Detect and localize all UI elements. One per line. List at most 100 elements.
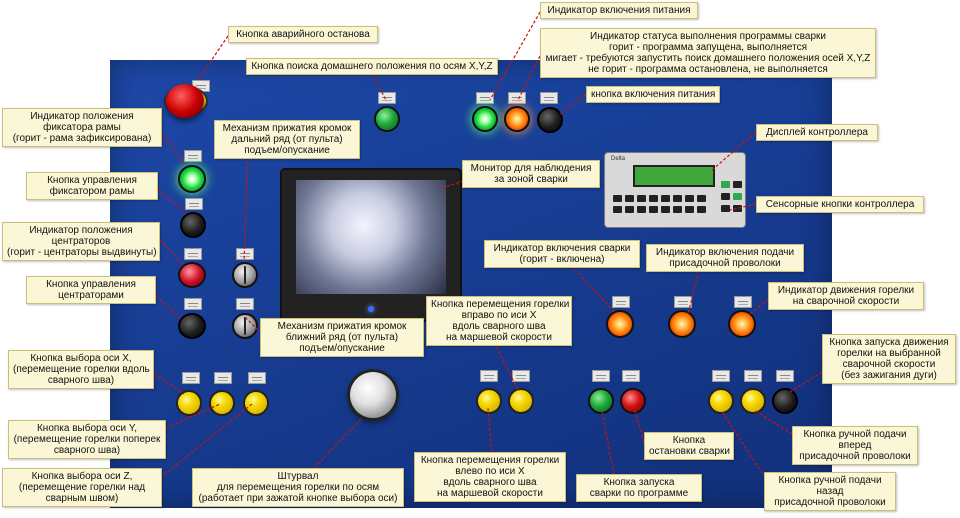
- label-plate: [214, 372, 232, 384]
- controller-key[interactable]: [721, 181, 730, 188]
- callout-text: мигает - требуются запустить поиск домаш…: [545, 53, 871, 64]
- callout-text: Кнопка выбора оси Z,: [31, 471, 133, 482]
- callout-wire-feed-indicator: Индикатор включения подачи присадочной п…: [646, 244, 804, 272]
- callout-stop-weld: Кнопка остановки сварки: [644, 432, 734, 460]
- callout-move-left: Кнопка перемещения горелки влево по иси …: [414, 452, 566, 502]
- callout-text: Кнопка управления: [46, 279, 136, 290]
- handwheel[interactable]: [350, 372, 396, 418]
- axis-x-select-button[interactable]: [176, 390, 202, 416]
- callout-text: не горит - программа остановлена, не вып…: [588, 64, 828, 75]
- controller-key[interactable]: [649, 206, 658, 213]
- controller-key[interactable]: [625, 206, 634, 213]
- axis-z-select-button[interactable]: [243, 390, 269, 416]
- program-status-indicator-lamp: [504, 106, 530, 132]
- callout-text: Кнопка ручной подачи: [778, 475, 882, 486]
- controller-key[interactable]: [637, 195, 646, 202]
- callout-program-status: Индикатор статуса выполнения программы с…: [540, 28, 876, 78]
- weld-indicator-lamp: [606, 310, 634, 338]
- move-right-button[interactable]: [508, 388, 534, 414]
- controller-key[interactable]: [721, 193, 730, 200]
- callout-text: (перемещение горелки поперек: [13, 434, 161, 445]
- controller-key[interactable]: [733, 181, 742, 188]
- callout-text: Кнопка выбора оси X,: [30, 353, 132, 364]
- axis-y-select-button[interactable]: [209, 390, 235, 416]
- home-search-button[interactable]: [374, 106, 400, 132]
- callout-torch-speed-indicator: Индикатор движения горелки на сварочной …: [768, 282, 924, 310]
- wire-forward-button[interactable]: [740, 388, 766, 414]
- frame-lock-button[interactable]: [180, 212, 206, 238]
- callout-text: сварного шва): [53, 445, 121, 456]
- callout-wire-forward: Кнопка ручной подачи вперед присадочной …: [792, 426, 918, 465]
- callout-frame-lock-indicator: Индикатор положения фиксатора рамы (гори…: [2, 108, 162, 147]
- callout-text: Индикатор включения подачи: [655, 247, 795, 258]
- callout-text: Дисплей контроллера: [766, 127, 868, 138]
- controller-key[interactable]: [733, 205, 742, 212]
- callout-text: на сварочной скорости: [792, 296, 900, 307]
- start-program-button[interactable]: [588, 388, 614, 414]
- callout-text: кнопка включения питания: [591, 89, 716, 100]
- label-plate: [480, 370, 498, 382]
- controller-key[interactable]: [733, 193, 742, 200]
- callout-text: Индикатор положения: [29, 225, 133, 236]
- callout-text: горит - программа запущена, выполняется: [608, 42, 808, 53]
- controller-key[interactable]: [697, 206, 706, 213]
- start-torch-button[interactable]: [772, 388, 798, 414]
- label-plate: [248, 372, 266, 384]
- controller-key[interactable]: [721, 205, 730, 212]
- callout-text: (горит - центраторы выдвинуты): [7, 247, 157, 258]
- emergency-stop-button[interactable]: [166, 84, 204, 118]
- callout-far-clamp: Механизм прижатия кромок дальний ряд (от…: [214, 120, 360, 159]
- callout-frame-lock-button: Кнопка управления фиксатором рамы: [26, 172, 158, 200]
- controller-key[interactable]: [685, 195, 694, 202]
- frame-lock-indicator-lamp: [178, 165, 206, 193]
- near-clamp-selector-switch[interactable]: [232, 313, 258, 339]
- wire-back-button[interactable]: [708, 388, 734, 414]
- callout-text: Сенсорные кнопки контроллера: [765, 199, 915, 210]
- callout-text: Индикатор включения питания: [547, 5, 691, 16]
- callout-text: (перемещение горелки вдоль: [13, 364, 150, 375]
- callout-text: Кнопка выбора оси Y,: [36, 423, 138, 434]
- controller-key[interactable]: [673, 195, 682, 202]
- callout-text: присадочной проволоки: [774, 497, 886, 508]
- controller-key[interactable]: [649, 195, 658, 202]
- callout-text: назад: [816, 486, 844, 497]
- callout-text: центраторов: [51, 236, 111, 247]
- callout-text: Механизм прижатия кромок: [222, 123, 352, 134]
- controller-key[interactable]: [697, 195, 706, 202]
- callout-text: Индикатор положения: [30, 111, 134, 122]
- callout-power-indicator: Индикатор включения питания: [540, 2, 698, 19]
- stop-weld-button[interactable]: [620, 388, 646, 414]
- label-plate: [776, 370, 794, 382]
- controller-key[interactable]: [637, 206, 646, 213]
- centrator-button[interactable]: [178, 313, 206, 339]
- controller-unit: Delta: [604, 152, 746, 228]
- callout-text: фиксатором рамы: [49, 186, 135, 197]
- callout-text: Кнопка: [672, 435, 706, 446]
- callout-text: остановки сварки: [649, 446, 731, 457]
- controller-key[interactable]: [661, 206, 670, 213]
- label-plate: [744, 370, 762, 382]
- controller-key[interactable]: [625, 195, 634, 202]
- callout-home-search: Кнопка поиска домашнего положения по ося…: [246, 58, 498, 75]
- power-indicator-lamp: [472, 106, 498, 132]
- callout-text: Кнопка управления: [47, 175, 137, 186]
- label-plate: [508, 92, 526, 104]
- wire-feed-indicator-lamp: [668, 310, 696, 338]
- controller-key[interactable]: [685, 206, 694, 213]
- controller-key[interactable]: [613, 195, 622, 202]
- controller-key[interactable]: [673, 206, 682, 213]
- label-plate: [540, 92, 558, 104]
- callout-text: (горит - включена): [519, 254, 605, 265]
- callout-centrator-button: Кнопка управления центраторами: [26, 276, 156, 304]
- callout-text: на маршевой скорости: [437, 488, 543, 499]
- controller-key[interactable]: [613, 206, 622, 213]
- power-button[interactable]: [537, 107, 563, 133]
- far-clamp-selector-switch[interactable]: [232, 262, 258, 288]
- callout-touch-keys: Сенсорные кнопки контроллера: [756, 196, 924, 213]
- callout-text: Кнопка поиска домашнего положения по ося…: [251, 61, 493, 72]
- callout-text: (работает при зажатой кнопке выбора оси): [198, 493, 398, 504]
- move-left-button[interactable]: [476, 388, 502, 414]
- callout-monitor: Монитор для наблюдения за зоной сварки: [462, 160, 600, 188]
- label-plate: [712, 370, 730, 382]
- controller-key[interactable]: [661, 195, 670, 202]
